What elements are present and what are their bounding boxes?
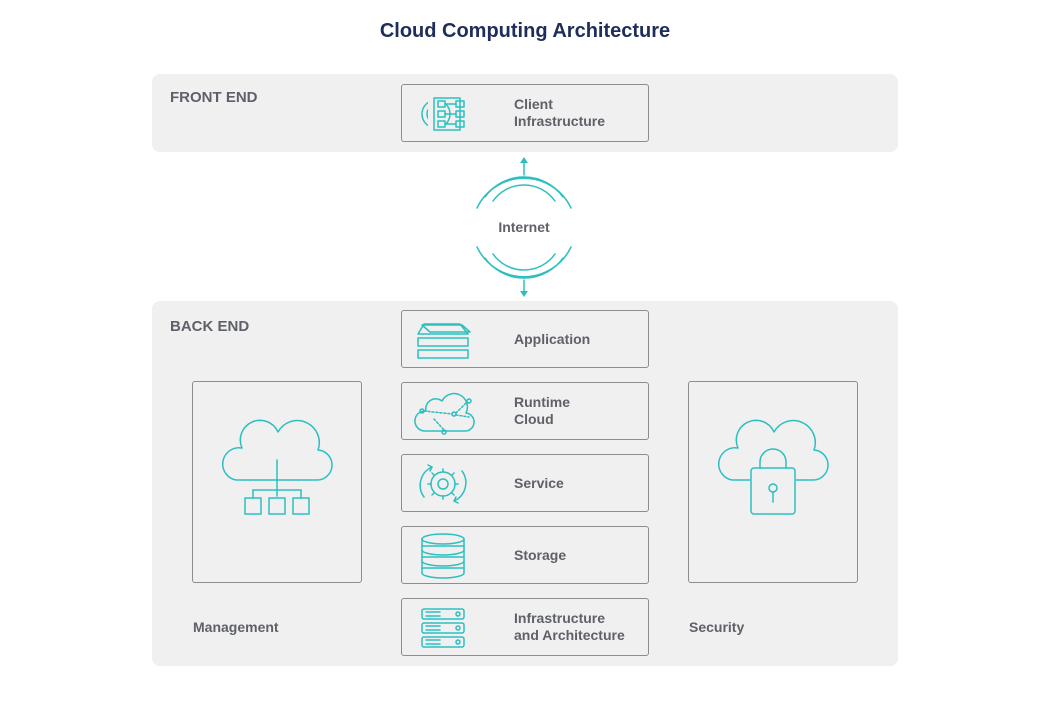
server-rack-icon: [414, 603, 474, 658]
storage-label: Storage: [514, 546, 567, 563]
diagram-title: Cloud Computing Architecture: [379, 20, 671, 42]
runtime-cloud-label: Runtime Cloud: [514, 394, 570, 427]
layers-icon: [414, 315, 474, 370]
cloud-lock-icon: [714, 410, 834, 525]
application-label: Application: [514, 330, 591, 347]
client-infrastructure-label: Client Infrastructure: [514, 96, 606, 129]
front-end-label: FRONT END: [170, 89, 258, 106]
application-box: Application: [401, 310, 649, 368]
infrastructure-architecture-label: Infrastructure and Architecture: [514, 610, 625, 643]
runtime-cloud-box: Runtime Cloud: [401, 382, 649, 440]
client-infrastructure-box: Client Infrastructure: [401, 84, 649, 142]
database-icon: [414, 531, 474, 586]
gear-cycle-icon: [414, 459, 474, 514]
management-box: Management: [192, 381, 362, 635]
cloud-hierarchy-icon: [218, 410, 338, 525]
service-box: Service: [401, 454, 649, 512]
cloud-network-icon: [414, 387, 476, 442]
signal-waves-icon: [476, 157, 572, 297]
infrastructure-architecture-box: Infrastructure and Architecture: [401, 598, 649, 656]
client-infrastructure-icon: [414, 89, 474, 144]
internet-label: Internet: [498, 219, 550, 235]
storage-box: Storage: [401, 526, 649, 584]
back-end-label: BACK END: [170, 318, 250, 335]
security-label: Security: [689, 618, 745, 635]
service-label: Service: [514, 474, 564, 491]
management-label: Management: [193, 618, 279, 635]
security-box: Security: [688, 381, 858, 635]
